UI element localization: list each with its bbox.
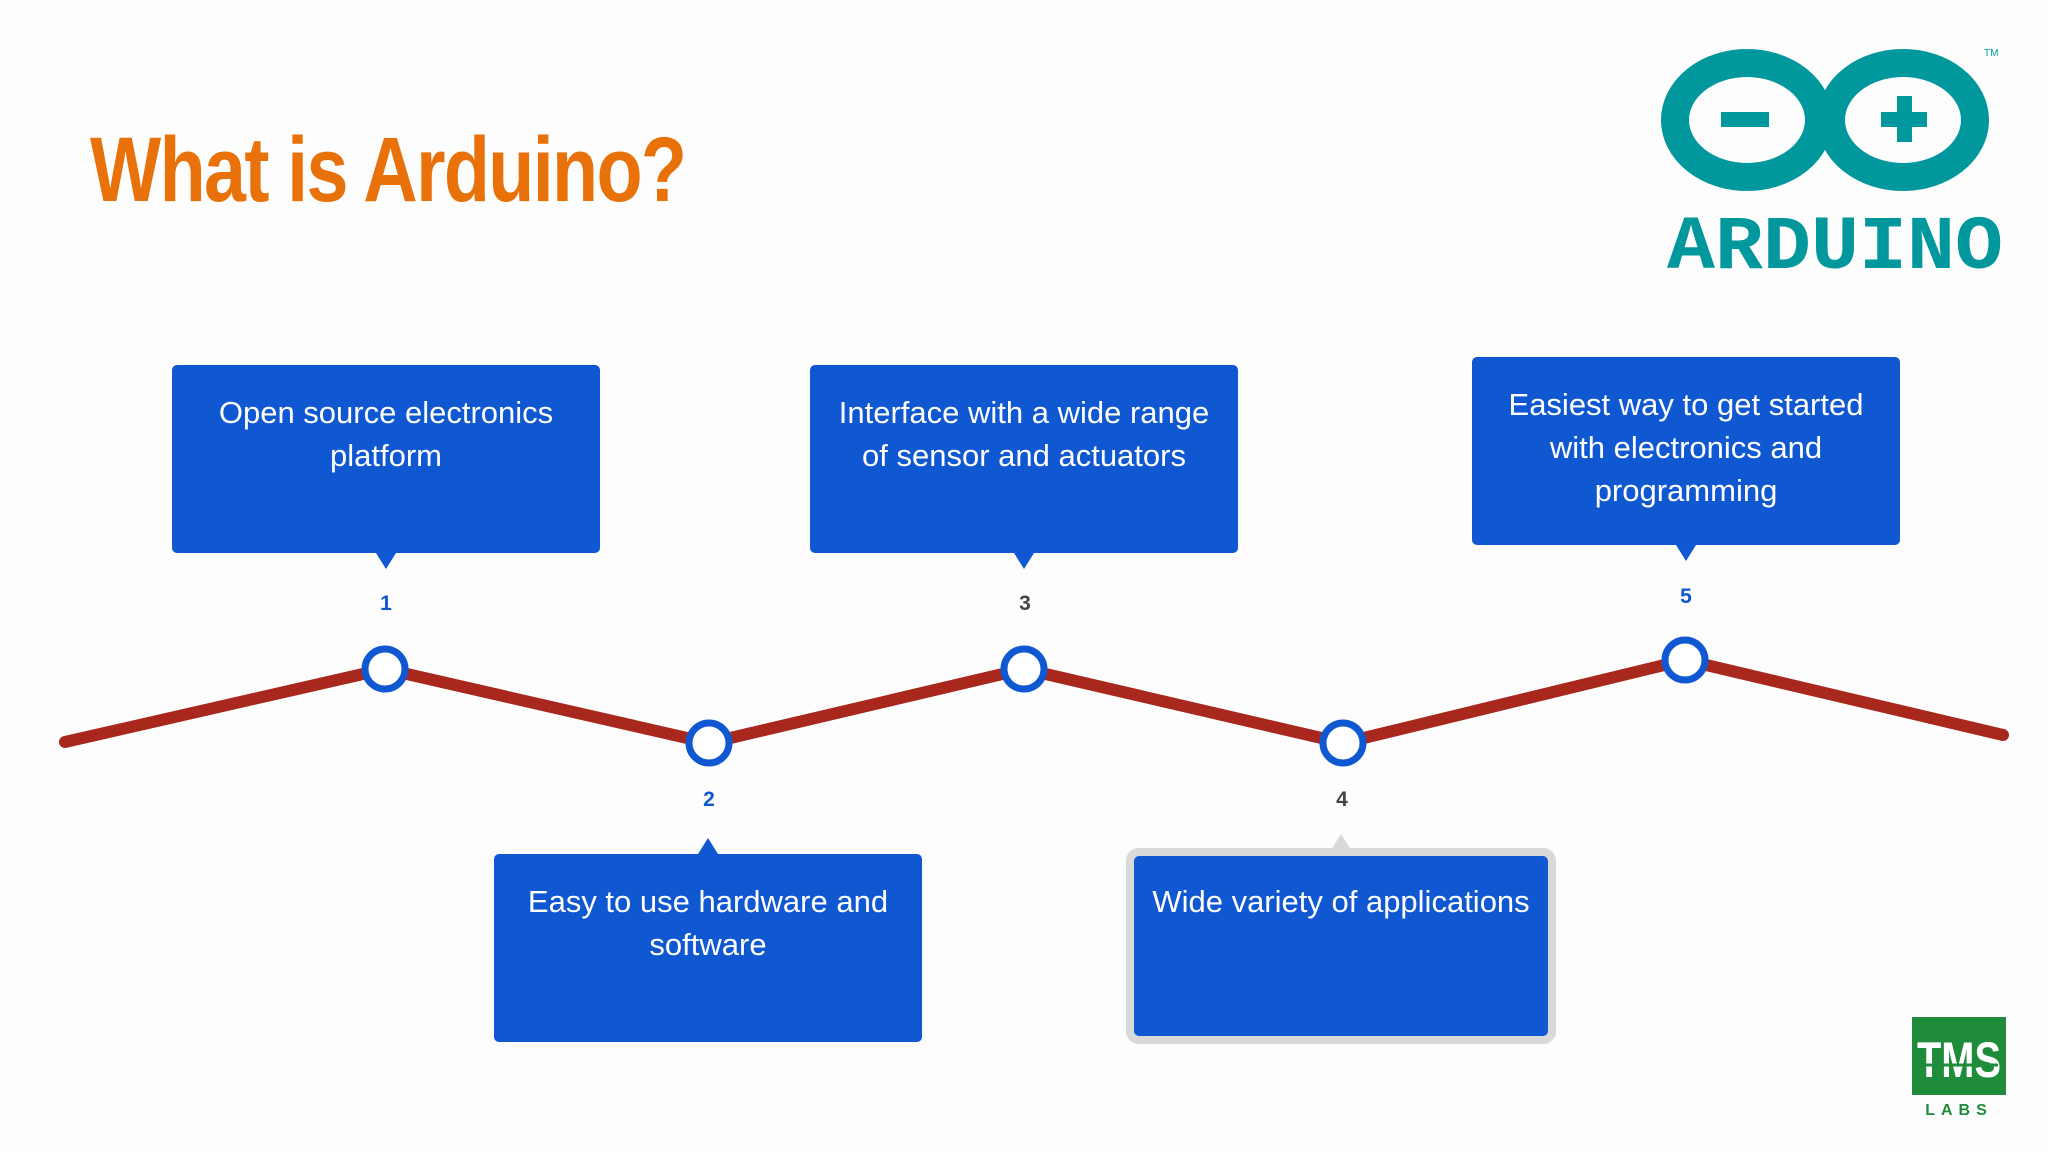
- minus-icon: [1721, 112, 1769, 127]
- timeline-node-3[interactable]: [1000, 645, 1048, 693]
- arduino-wordmark: ARDUINO: [1667, 205, 2003, 290]
- arduino-tm: TM: [1984, 48, 1998, 59]
- timeline-node-2[interactable]: [685, 719, 733, 767]
- timeline-node-1[interactable]: [361, 645, 409, 693]
- plus-icon: [1881, 96, 1927, 142]
- tms-labs-logo: TMS LABS: [1912, 1017, 2006, 1119]
- milestone-callout-2[interactable]: Easy to use hardware and software: [494, 838, 922, 1042]
- milestone-text-5: Easiest way to get started with electron…: [1508, 387, 1864, 508]
- milestone-number-5: 5: [1680, 585, 1692, 608]
- timeline-node-5[interactable]: [1661, 636, 1709, 684]
- milestone-text-4: Wide variety of applications: [1152, 884, 1530, 919]
- arduino-logo: TM ARDUINO: [1661, 48, 2003, 290]
- milestone-number-1: 1: [380, 592, 392, 615]
- milestone-callout-5[interactable]: Easiest way to get started with electron…: [1472, 357, 1900, 561]
- milestone-callout-1[interactable]: Open source electronics platform: [172, 365, 600, 569]
- tms-sub: LABS: [1925, 1102, 1993, 1119]
- milestone-callout-3[interactable]: Interface with a wide range of sensor an…: [810, 365, 1238, 569]
- milestone-callout-4[interactable]: Wide variety of applications: [1134, 834, 1548, 1036]
- milestone-number-2: 2: [703, 788, 715, 811]
- milestone-text-1: Open source electronics platform: [218, 395, 554, 473]
- milestone-number-3: 3: [1019, 592, 1031, 615]
- milestone-text-2: Easy to use hardware and software: [527, 884, 889, 962]
- slide-title: What is Arduino?: [90, 119, 687, 221]
- milestone-text-3: Interface with a wide range of sensor an…: [838, 395, 1210, 473]
- milestone-number-4: 4: [1336, 788, 1348, 811]
- infinity-icon: [1661, 49, 1989, 191]
- tms-mark: TMS: [1917, 1032, 2001, 1088]
- timeline-node-4[interactable]: [1319, 719, 1367, 767]
